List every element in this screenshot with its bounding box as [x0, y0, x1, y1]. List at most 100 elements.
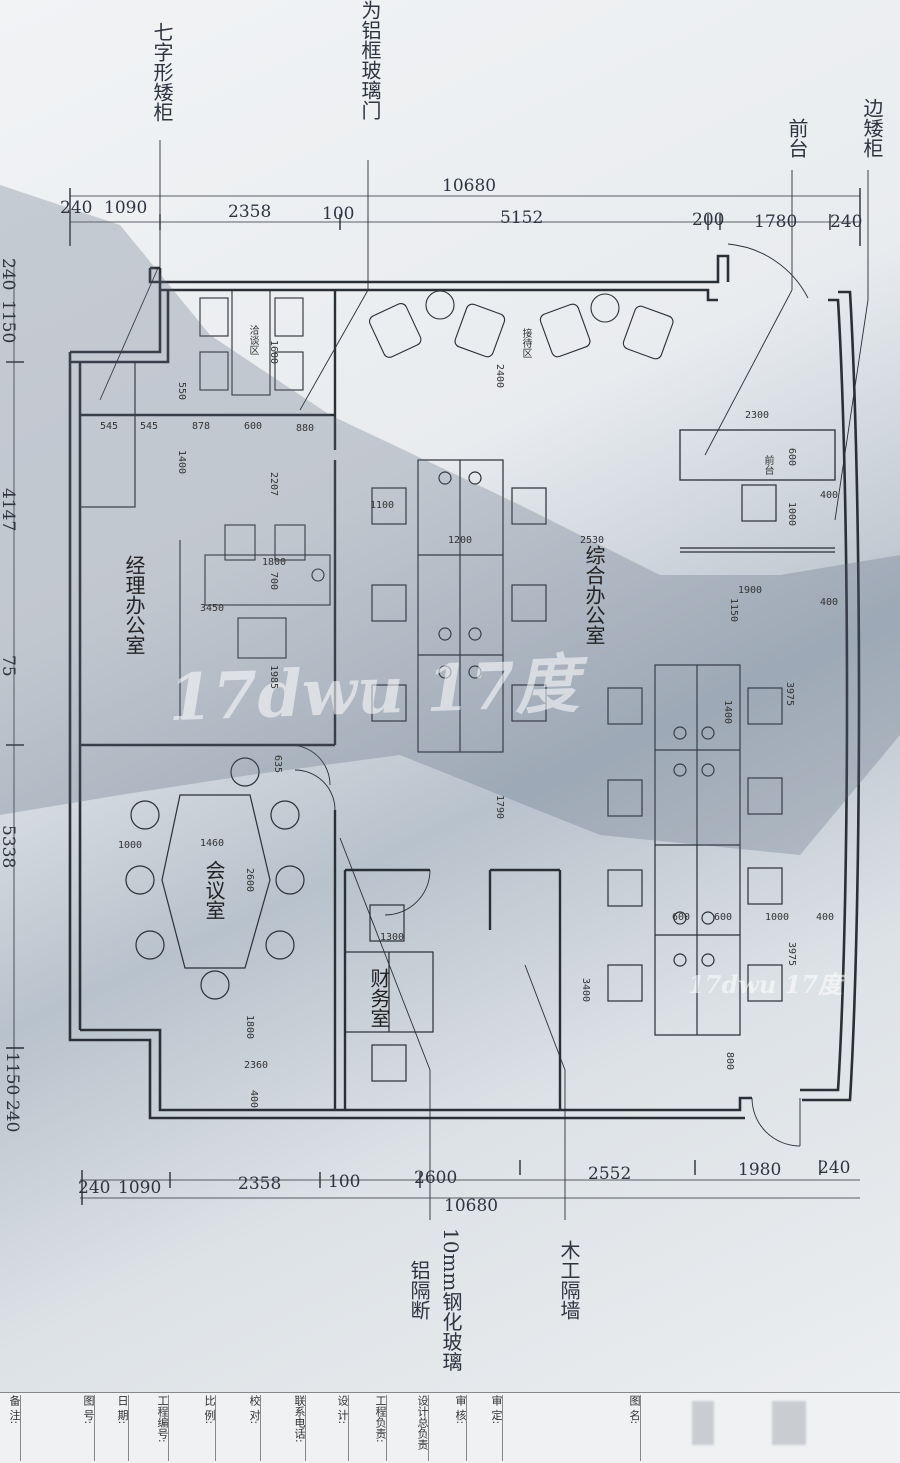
inner-dim: 400 [820, 597, 839, 608]
room-reception-zone: 洽谈区 [247, 325, 258, 355]
inner-dim: 1400 [176, 450, 187, 475]
inner-dim: 2600 [244, 868, 255, 893]
tb-remarks: 备 注: [0, 1395, 21, 1461]
left-dim-7: 240 [2, 1100, 22, 1133]
left-dim-6: 1150 [2, 1052, 22, 1096]
callout-alu-door: 为铝框玻璃门 [358, 0, 382, 120]
lounge-seating [368, 290, 674, 360]
tb-scale: 比 例: [195, 1395, 216, 1461]
inner-dim: 1100 [370, 500, 395, 511]
inner-dim: 880 [296, 423, 315, 434]
bottom-dim-6: 2552 [588, 1164, 632, 1184]
redacted-box-2 [772, 1401, 806, 1445]
top-dim-7: 1780 [754, 212, 798, 232]
left-dim-4: 75 [0, 655, 18, 677]
bottom-dim-3: 2358 [238, 1174, 282, 1194]
inner-dim: 3975 [784, 682, 795, 707]
center-workstations [371, 459, 547, 753]
tb-project-approve: 设计总负责 [408, 1395, 429, 1461]
inner-dim: 2530 [580, 535, 605, 546]
inner-dim: 3975 [786, 942, 797, 967]
left-dim-2: 1150 [0, 300, 18, 344]
reception-counter [679, 429, 836, 481]
inner-dim: 600 [786, 448, 797, 467]
inner-dim: 878 [192, 421, 211, 432]
bottom-dim-1: 240 [78, 1178, 111, 1198]
inner-dim: 2300 [745, 410, 770, 421]
watermark-main: 17dwu 17度 [167, 646, 581, 737]
inner-dim: 1400 [722, 700, 733, 725]
inner-dim: 3450 [200, 603, 225, 614]
interior-partitions [80, 290, 562, 1110]
inner-dim: 1300 [380, 932, 405, 943]
inner-dim: 545 [140, 421, 159, 432]
inner-dim: 1800 [244, 1015, 255, 1040]
inner-dim: 545 [100, 421, 119, 432]
top-dim-5: 5152 [500, 208, 544, 228]
tb-title: 图 名: [620, 1395, 641, 1461]
bottom-dim-5: 2600 [414, 1168, 458, 1188]
manager-desk [179, 524, 331, 720]
inner-dim: 600 [672, 912, 691, 923]
tb-designer: 设 计: [328, 1395, 349, 1461]
bottom-dim-2: 1090 [118, 1178, 162, 1198]
inner-dim: 400 [816, 912, 835, 923]
callout-wood-partition: 木工隔墙 [557, 1240, 581, 1320]
inner-dim: 600 [714, 912, 733, 923]
top-dim-2: 1090 [104, 198, 148, 218]
callout-glass-1: 10mm钢化玻璃 [439, 1228, 463, 1372]
left-dim-3: 4147 [0, 488, 18, 532]
room-manager-office: 经理办公室 [122, 555, 146, 655]
meeting-door-arc [294, 769, 336, 811]
top-dim-6: 200 [692, 210, 725, 230]
inner-dim: 400 [248, 1090, 259, 1109]
redacted-box-1 [692, 1401, 714, 1445]
right-workstations [607, 484, 783, 1036]
inner-dim: 400 [820, 490, 839, 501]
tb-examined: 审 定: [482, 1395, 503, 1461]
inner-dim: 635 [272, 755, 283, 774]
tb-checked: 审 核: [446, 1395, 467, 1461]
inner-dim: 800 [724, 1052, 735, 1071]
callout-glass-2: 铝隔断 [407, 1260, 431, 1320]
inner-dim: 1600 [268, 340, 279, 365]
negotiation-table [199, 289, 304, 396]
room-meeting: 会议室 [202, 860, 226, 920]
title-block: 备 注: 图 号: 日 期: 工程编号: 比 例: 校 对: 联系电话: 设 计… [0, 1392, 900, 1463]
top-dim-3: 2358 [228, 202, 272, 222]
l-cabinet [79, 361, 136, 508]
side-door-arc [751, 1097, 801, 1147]
inner-dim: 1000 [118, 840, 143, 851]
meeting-table [125, 757, 305, 1000]
callout-front-desk: 前台 [785, 118, 809, 158]
inner-dim: 2360 [244, 1060, 269, 1071]
room-finance: 财务室 [367, 968, 391, 1028]
inner-dim: 550 [176, 382, 187, 401]
inner-dim: 1900 [738, 585, 763, 596]
inner-dim: 1985 [268, 665, 279, 690]
inner-dim: 600 [244, 421, 263, 432]
tb-job-no: 工程编号: [148, 1395, 169, 1461]
manager-door-arc [289, 744, 331, 786]
bottom-dim-8: 240 [818, 1158, 851, 1178]
inner-dim: 1800 [262, 557, 287, 568]
tb-phone: 联系电话: [285, 1395, 306, 1461]
room-general-office: 综合办公室 [582, 545, 606, 645]
top-dim-8: 240 [830, 212, 863, 232]
room-front: 前台 [762, 455, 773, 475]
room-lounge: 接待区 [520, 328, 531, 358]
tb-drawing-no: 图 号: [74, 1395, 95, 1461]
left-dim-5: 5338 [0, 825, 18, 869]
bottom-dim-7: 1980 [738, 1160, 782, 1180]
tb-check: 校 对: [240, 1395, 261, 1461]
top-dim-1: 240 [60, 198, 93, 218]
callout-leaders [99, 140, 869, 1220]
bottom-dim-4: 100 [328, 1172, 361, 1192]
left-dim-1: 240 [0, 258, 18, 291]
floor-plan [6, 140, 869, 1220]
exterior-walls [68, 254, 861, 1120]
top-dim-4: 100 [322, 204, 355, 224]
front-door-arc [727, 243, 809, 299]
callout-l-cabinet: 七字形矮柜 [150, 22, 174, 122]
